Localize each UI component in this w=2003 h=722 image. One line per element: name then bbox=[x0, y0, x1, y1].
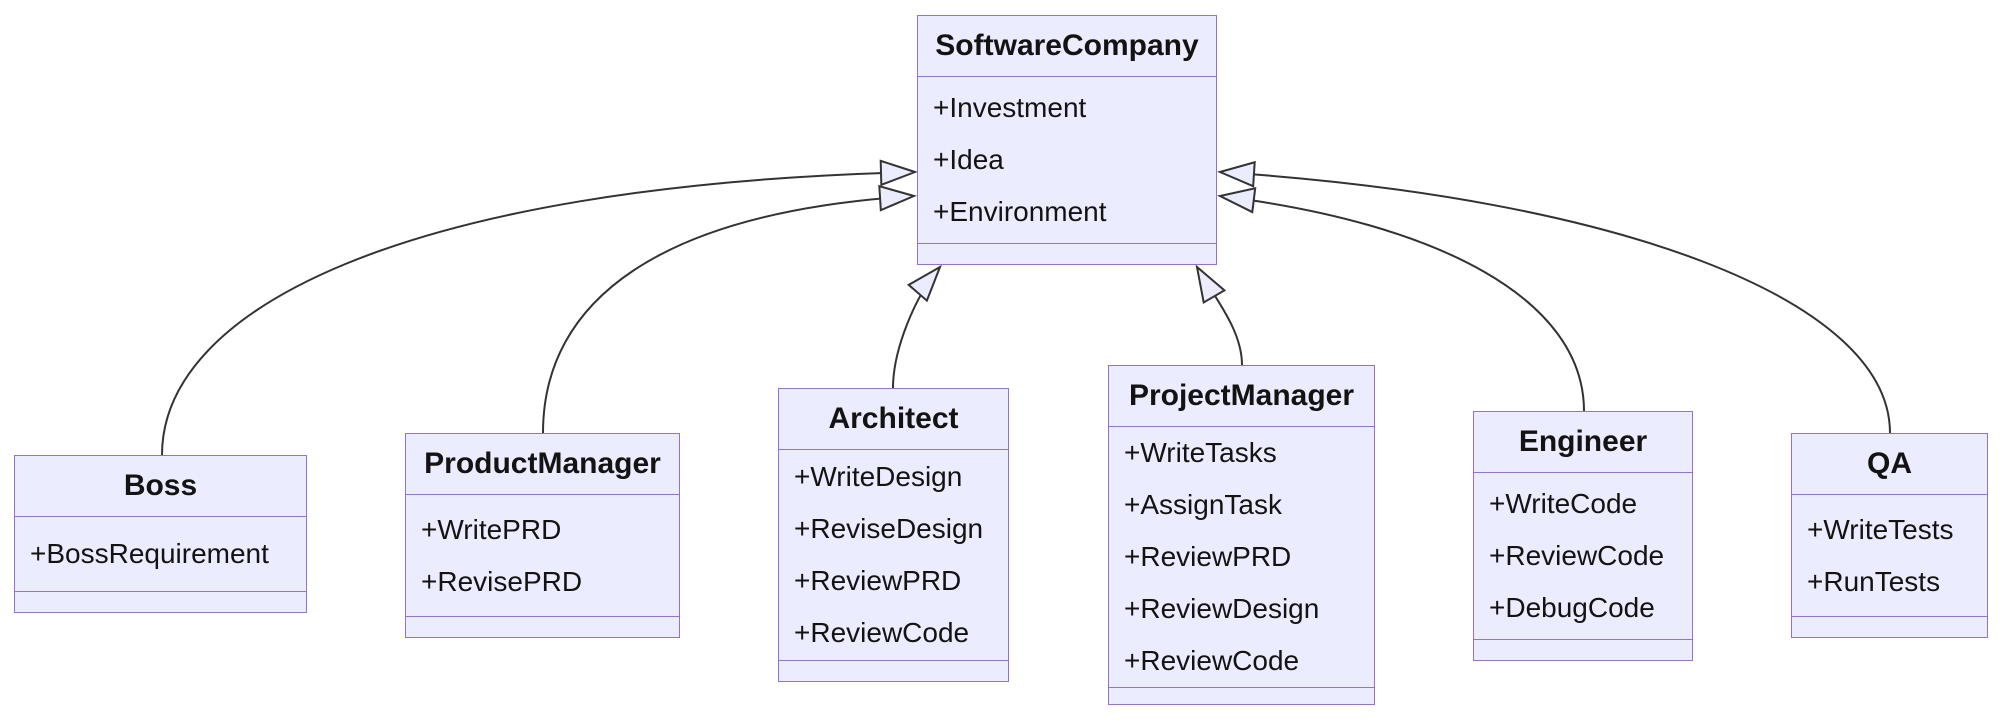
class-attribute: +Investment bbox=[933, 92, 1087, 123]
class-attributes: +BossRequirement bbox=[15, 517, 306, 591]
class-attribute: +BossRequirement bbox=[30, 538, 269, 569]
class-box-softwarecompany: SoftwareCompany +Investment +Idea +Envir… bbox=[917, 15, 1217, 265]
class-attribute: +WriteCode bbox=[1489, 488, 1638, 519]
class-attributes: +WriteTasks +AssignTask +ReviewPRD +Revi… bbox=[1109, 427, 1374, 687]
class-attribute: +WriteTasks bbox=[1124, 437, 1277, 468]
class-title: Architect bbox=[779, 389, 1008, 450]
class-attribute: +WriteTests bbox=[1807, 513, 1954, 545]
class-attribute: +ReviseDesign bbox=[794, 513, 984, 544]
class-attributes: +WriteCode +ReviewCode +DebugCode bbox=[1474, 473, 1692, 639]
class-attribute: +RunTests bbox=[1807, 565, 1941, 597]
edge-qa-to-softwarecompany bbox=[1217, 160, 1891, 434]
class-box-architect: Architect +WriteDesign +ReviseDesign +Re… bbox=[778, 388, 1009, 682]
class-attribute: +ReviewPRD bbox=[1124, 541, 1292, 572]
class-attribute: +Environment bbox=[933, 196, 1107, 227]
class-methods-empty bbox=[918, 243, 1216, 264]
class-attribute: +ReviewDesign bbox=[1124, 593, 1320, 624]
class-box-qa: QA +WriteTests +RunTests bbox=[1791, 433, 1988, 638]
class-box-boss: Boss +BossRequirement bbox=[14, 455, 307, 613]
edge-projectmanager-to-softwarecompany bbox=[1195, 264, 1243, 366]
class-attribute: +WriteDesign bbox=[794, 461, 963, 492]
class-methods-empty bbox=[406, 616, 679, 637]
class-attribute: +DebugCode bbox=[1489, 592, 1655, 623]
class-title: QA bbox=[1792, 434, 1987, 495]
class-methods-empty bbox=[15, 591, 306, 612]
class-title: Engineer bbox=[1474, 412, 1692, 473]
class-attributes: +Investment +Idea +Environment bbox=[918, 77, 1216, 243]
class-attribute: +WritePRD bbox=[421, 513, 562, 545]
edge-engineer-to-softwarecompany bbox=[1217, 186, 1585, 412]
class-methods-empty bbox=[1474, 639, 1692, 660]
class-attributes: +WritePRD +RevisePRD bbox=[406, 495, 679, 616]
edge-architect-to-softwarecompany bbox=[892, 264, 942, 389]
class-attribute: +ReviewCode bbox=[1124, 645, 1300, 676]
class-title: SoftwareCompany bbox=[918, 16, 1216, 77]
class-attribute: +ReviewPRD bbox=[794, 565, 962, 596]
class-attributes: +WriteDesign +ReviseDesign +ReviewPRD +R… bbox=[779, 450, 1008, 660]
class-attribute: +ReviewCode bbox=[1489, 540, 1665, 571]
class-methods-empty bbox=[1109, 687, 1374, 708]
class-attribute: +RevisePRD bbox=[421, 565, 583, 597]
class-methods-empty bbox=[779, 660, 1008, 681]
class-attribute: +ReviewCode bbox=[794, 617, 970, 648]
edge-productmanager-to-softwarecompany bbox=[542, 184, 917, 434]
class-title: ProductManager bbox=[406, 434, 679, 495]
class-box-projectmanager: ProjectManager +WriteTasks +AssignTask +… bbox=[1108, 365, 1375, 705]
class-title: ProjectManager bbox=[1109, 366, 1374, 427]
class-attribute: +AssignTask bbox=[1124, 489, 1282, 520]
class-title: Boss bbox=[15, 456, 306, 517]
class-attribute: +Idea bbox=[933, 144, 1004, 175]
class-methods-empty bbox=[1792, 616, 1987, 637]
class-box-engineer: Engineer +WriteCode +ReviewCode +DebugCo… bbox=[1473, 411, 1693, 661]
class-attributes: +WriteTests +RunTests bbox=[1792, 495, 1987, 616]
edge-boss-to-softwarecompany bbox=[161, 159, 919, 456]
class-box-productmanager: ProductManager +WritePRD +RevisePRD bbox=[405, 433, 680, 638]
